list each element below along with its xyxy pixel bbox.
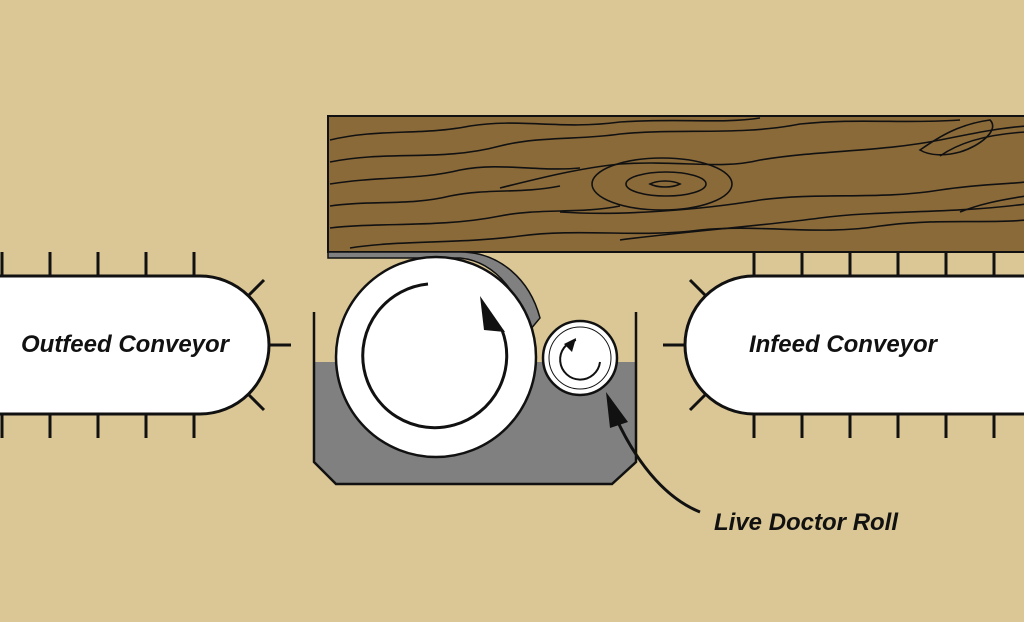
outfeed-conveyor: Outfeed Conveyor (0, 252, 291, 438)
wood-board (327, 115, 1024, 253)
reservoir-wall (312, 312, 638, 486)
callout-arrow-icon (606, 392, 628, 428)
infeed-label: Infeed Conveyor (749, 331, 939, 358)
doctor-roll-callout: Live Doctor Roll (606, 392, 899, 536)
doctor-roll-label: Live Doctor Roll (714, 509, 899, 536)
doctor-roll (541, 319, 619, 397)
applicator-roll (334, 255, 538, 459)
doctor-rotation-arrow-icon (564, 338, 576, 352)
outfeed-label: Outfeed Conveyor (21, 331, 231, 358)
rotation-arrow-icon (480, 296, 505, 332)
infeed-conveyor: Infeed Conveyor (663, 252, 1024, 438)
